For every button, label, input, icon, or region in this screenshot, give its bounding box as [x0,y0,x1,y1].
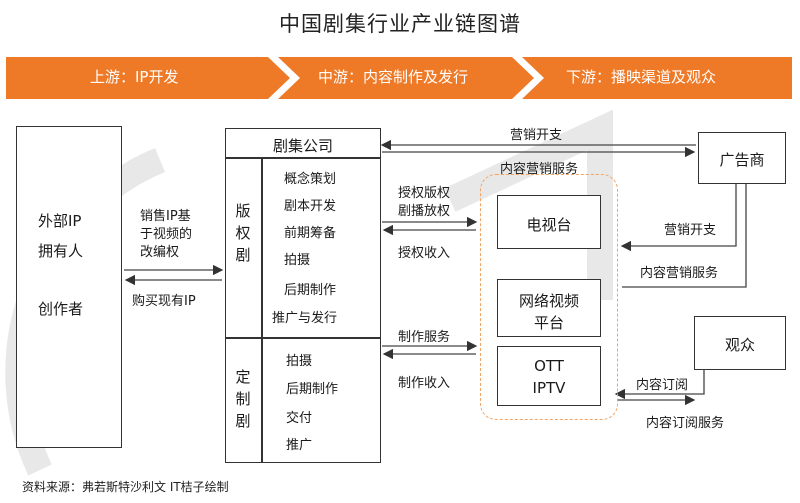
copyright-item: 拍摄 [284,253,311,268]
tv-station-label: 电视台 [526,216,572,234]
production-service-label: 制作服务 [398,330,451,345]
downstream-label: 下游：播映渠道及观众 [566,68,717,86]
midstream-chevron [278,57,534,99]
channels-group [480,174,618,420]
ott-label: OTT [534,357,564,375]
advertiser-box [698,132,786,184]
ip-owners-box [16,126,122,448]
audience-box [694,316,786,370]
copyright-item: 后期制作 [284,283,337,298]
audience-subscribe: 内容订阅 [636,378,689,393]
sell-ip-line2: 于视频的 [140,227,193,242]
drama-company-box [225,128,381,463]
upstream-chevron [6,57,290,99]
custom-item: 后期制作 [286,382,339,397]
advertiser-content-marketing: 内容营销服务 [640,266,719,281]
custom-item: 拍摄 [286,354,313,369]
audience-subscribe-service: 内容订阅服务 [646,416,725,431]
audience-label: 观众 [724,336,755,354]
midstream-label: 中游：内容制作及发行 [318,68,469,86]
copyright-drama-label: 版 权 剧 [235,202,251,264]
advertiser-label: 广告商 [719,151,765,169]
online-platform-line1: 网络视频 [518,292,579,310]
license-label-line1: 授权版权 [398,186,451,201]
custom-drama-label: 定 制 剧 [235,368,251,430]
iptv-label: IPTV [532,379,566,397]
diagram-title: 中国剧集行业产业链图谱 [279,12,521,36]
production-income-label: 制作收入 [398,376,451,391]
custom-column-divider [261,338,263,462]
company-section-divider [226,337,380,339]
copyright-column-divider [261,158,263,337]
ip-creator: 创作者 [38,300,84,318]
copyright-item: 推广与发行 [272,311,338,326]
custom-item: 推广 [286,438,313,453]
upstream-label: 上游：IP开发 [90,68,179,86]
custom-item: 交付 [286,411,313,426]
content-marketing-label: 内容营销服务 [500,162,579,177]
source-note: 资料来源：弗若斯特沙利文 IT桔子绘制 [22,480,229,494]
buy-ip-label: 购买现有IP [132,294,196,309]
sell-ip-line3: 改编权 [140,245,180,260]
license-label-line2: 剧播放权 [398,204,451,219]
stage-banner [6,57,792,99]
advertiser-marketing-cost: 营销开支 [664,223,717,238]
online-platform-line2: 平台 [533,314,564,332]
copyright-item: 概念策划 [284,172,337,187]
tv-station-box [497,195,601,249]
copyright-item: 前期筹备 [284,226,337,241]
online-platform-box [497,279,601,337]
ip-owner-line1: 外部IP [38,212,82,230]
copyright-item: 剧本开发 [284,199,337,214]
license-income-label: 授权收入 [398,246,451,261]
ott-iptv-box [497,346,601,406]
drama-company-title: 剧集公司 [272,137,333,155]
sell-ip-line1: 销售IP基 [140,209,191,224]
drama-company-header-divider [226,157,380,159]
ip-owner-line2: 拥有人 [38,242,84,260]
downstream-chevron [522,57,792,99]
marketing-cost-label: 营销开支 [510,128,563,143]
